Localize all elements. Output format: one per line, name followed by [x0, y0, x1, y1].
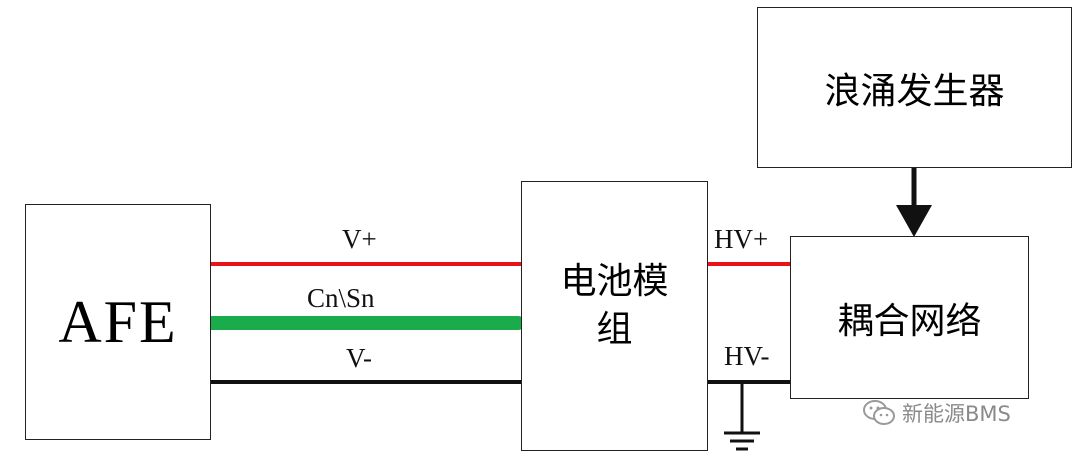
surge-arrow [896, 167, 932, 237]
ground-symbol [724, 382, 760, 451]
afe-block: AFE [25, 204, 211, 440]
hv-plus-label: HV+ [714, 224, 769, 254]
cn-sn-label: Cn\Sn [307, 283, 375, 313]
watermark: 新能源BMS [862, 398, 1011, 428]
surge-generator-label: 浪涌发生器 [824, 70, 1005, 112]
afe-label: AFE [58, 288, 178, 355]
coupling-network-block: 耦合网络 [790, 236, 1029, 399]
coupling-network-label: 耦合网络 [837, 300, 982, 342]
watermark-text: 新能源BMS [902, 402, 1011, 426]
battery-module-label: 电池模 组 [560, 261, 669, 350]
wechat-icon [863, 400, 895, 425]
v-minus-label: V- [346, 343, 373, 373]
battery-module-block: 电池模 组 [521, 181, 708, 451]
surge-generator-block: 浪涌发生器 [757, 7, 1072, 168]
v-plus-label: V+ [342, 224, 377, 254]
hv-minus-label: HV- [724, 341, 770, 371]
